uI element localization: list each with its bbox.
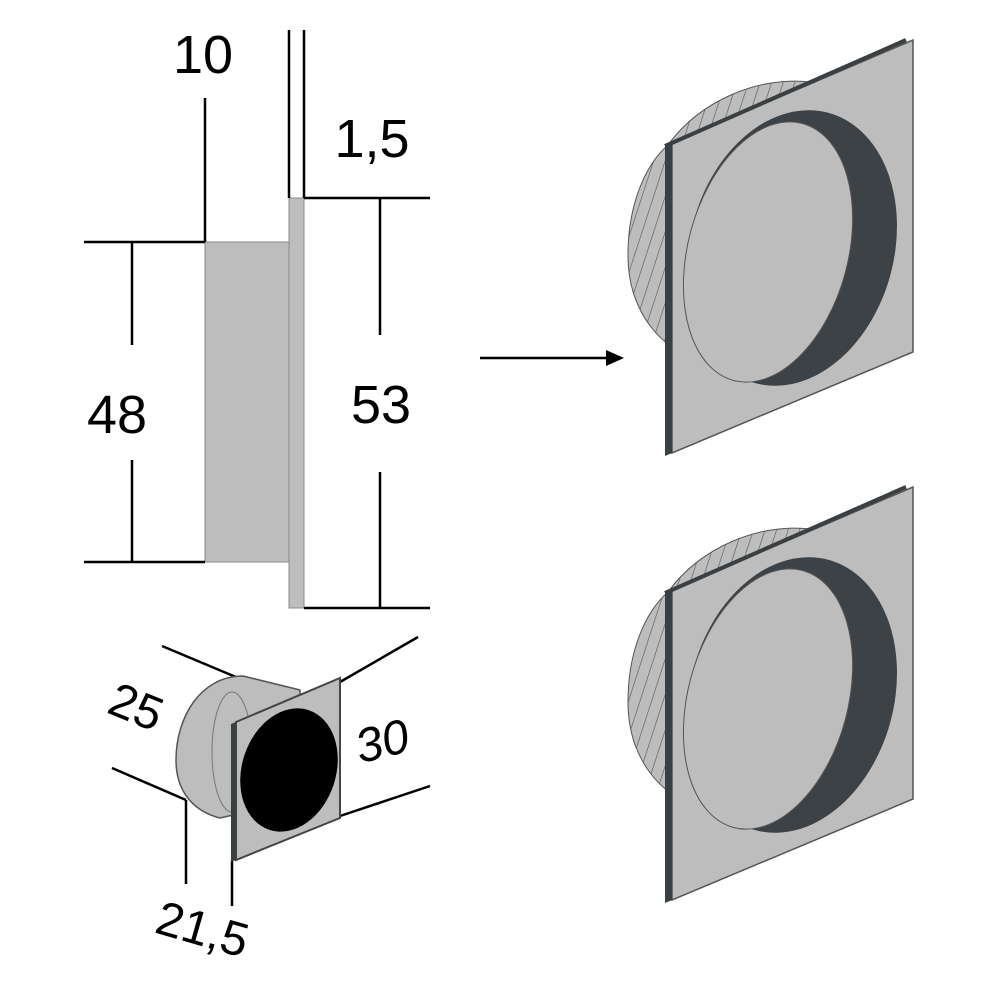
side-view-body bbox=[204, 241, 290, 563]
dim-label-body-depth: 10 bbox=[173, 25, 233, 85]
side-view-dimension-lines bbox=[84, 30, 430, 610]
dim-label-cup-diameter: 25 bbox=[101, 673, 170, 742]
product-render-top bbox=[627, 38, 914, 456]
dim-label-plate-height: 53 bbox=[351, 375, 411, 435]
product-bottom-plate-edge bbox=[665, 590, 672, 903]
iso-small-cup-opening bbox=[240, 708, 338, 832]
product-top-cup-bottom bbox=[682, 121, 854, 383]
product-render-bottom bbox=[627, 485, 914, 903]
dim-label-plate-thickness: 1,5 bbox=[334, 109, 409, 169]
iso-small-dimension-lines bbox=[111, 635, 431, 906]
side-view-plate bbox=[288, 197, 305, 609]
arrow bbox=[480, 350, 624, 366]
side-view: 10 1,5 48 53 bbox=[84, 25, 430, 610]
iso-small-view: 25 30 21,5 bbox=[101, 635, 431, 969]
dim-label-plate-width: 30 bbox=[350, 710, 415, 774]
product-bottom-cup-bottom bbox=[682, 568, 854, 830]
dim-label-body-height: 48 bbox=[87, 385, 147, 445]
dim-label-overall-depth: 21,5 bbox=[150, 892, 254, 969]
product-top-plate-edge bbox=[665, 143, 672, 456]
